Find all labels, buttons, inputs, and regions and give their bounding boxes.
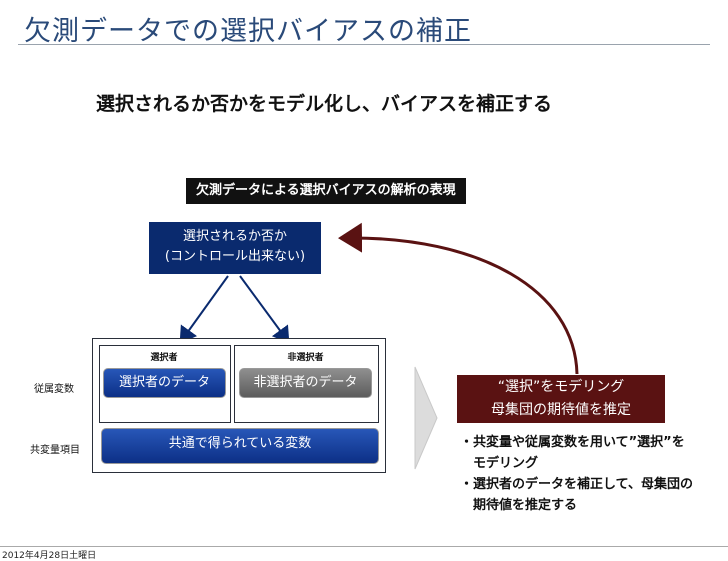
feedback-arrow — [338, 222, 579, 375]
common-variables-cell: 共通で得られている変数 — [101, 428, 379, 464]
footer-divider — [0, 546, 728, 547]
column-header-selected: 選択者 — [150, 353, 178, 363]
footer-date: 2012年4月28日土曜日 — [2, 551, 97, 561]
subtitle: 選択されるか否かをモデル化し、バイアスを補正する — [96, 93, 553, 115]
selection-box-line1: 選択されるか否か — [182, 229, 287, 244]
selection-box-line2: (コントロール出来ない) — [164, 249, 306, 264]
bullet-item: ・選択者のデータを補正して、母集団の — [460, 477, 693, 492]
page-title: 欠測データでの選択バイアスの補正 — [24, 16, 472, 47]
modeling-box-line1: “選択”をモデリング — [497, 379, 625, 395]
bullet-item: モデリング — [460, 456, 539, 471]
modeling-box-line2: 母集団の期待値を推定 — [491, 402, 631, 418]
chevron-arrow — [414, 366, 438, 470]
bullet-list: ・共変量や従属変数を用いて”選択”を モデリング ・選択者のデータを補正して、母… — [460, 432, 693, 516]
selected-data-cell: 選択者のデータ — [103, 368, 226, 398]
row-label-covariate: 共変量項目 — [30, 445, 80, 456]
title-divider — [18, 44, 710, 45]
selection-box: 選択されるか否か (コントロール出来ない) — [149, 222, 321, 274]
diagram-label: 欠測データによる選択バイアスの解析の表現 — [186, 178, 466, 204]
modeling-box: “選択”をモデリング 母集団の期待値を推定 — [457, 375, 665, 423]
non-selected-data-cell: 非選択者のデータ — [239, 368, 372, 398]
column-header-non-selected: 非選択者 — [287, 353, 324, 363]
arrow-to-non-selected — [239, 275, 290, 344]
bullet-item: ・共変量や従属変数を用いて”選択”を — [460, 435, 685, 450]
row-label-dependent: 従属変数 — [34, 384, 74, 395]
arrow-to-selected — [179, 275, 229, 344]
bullet-item: 期待値を推定する — [460, 498, 578, 513]
